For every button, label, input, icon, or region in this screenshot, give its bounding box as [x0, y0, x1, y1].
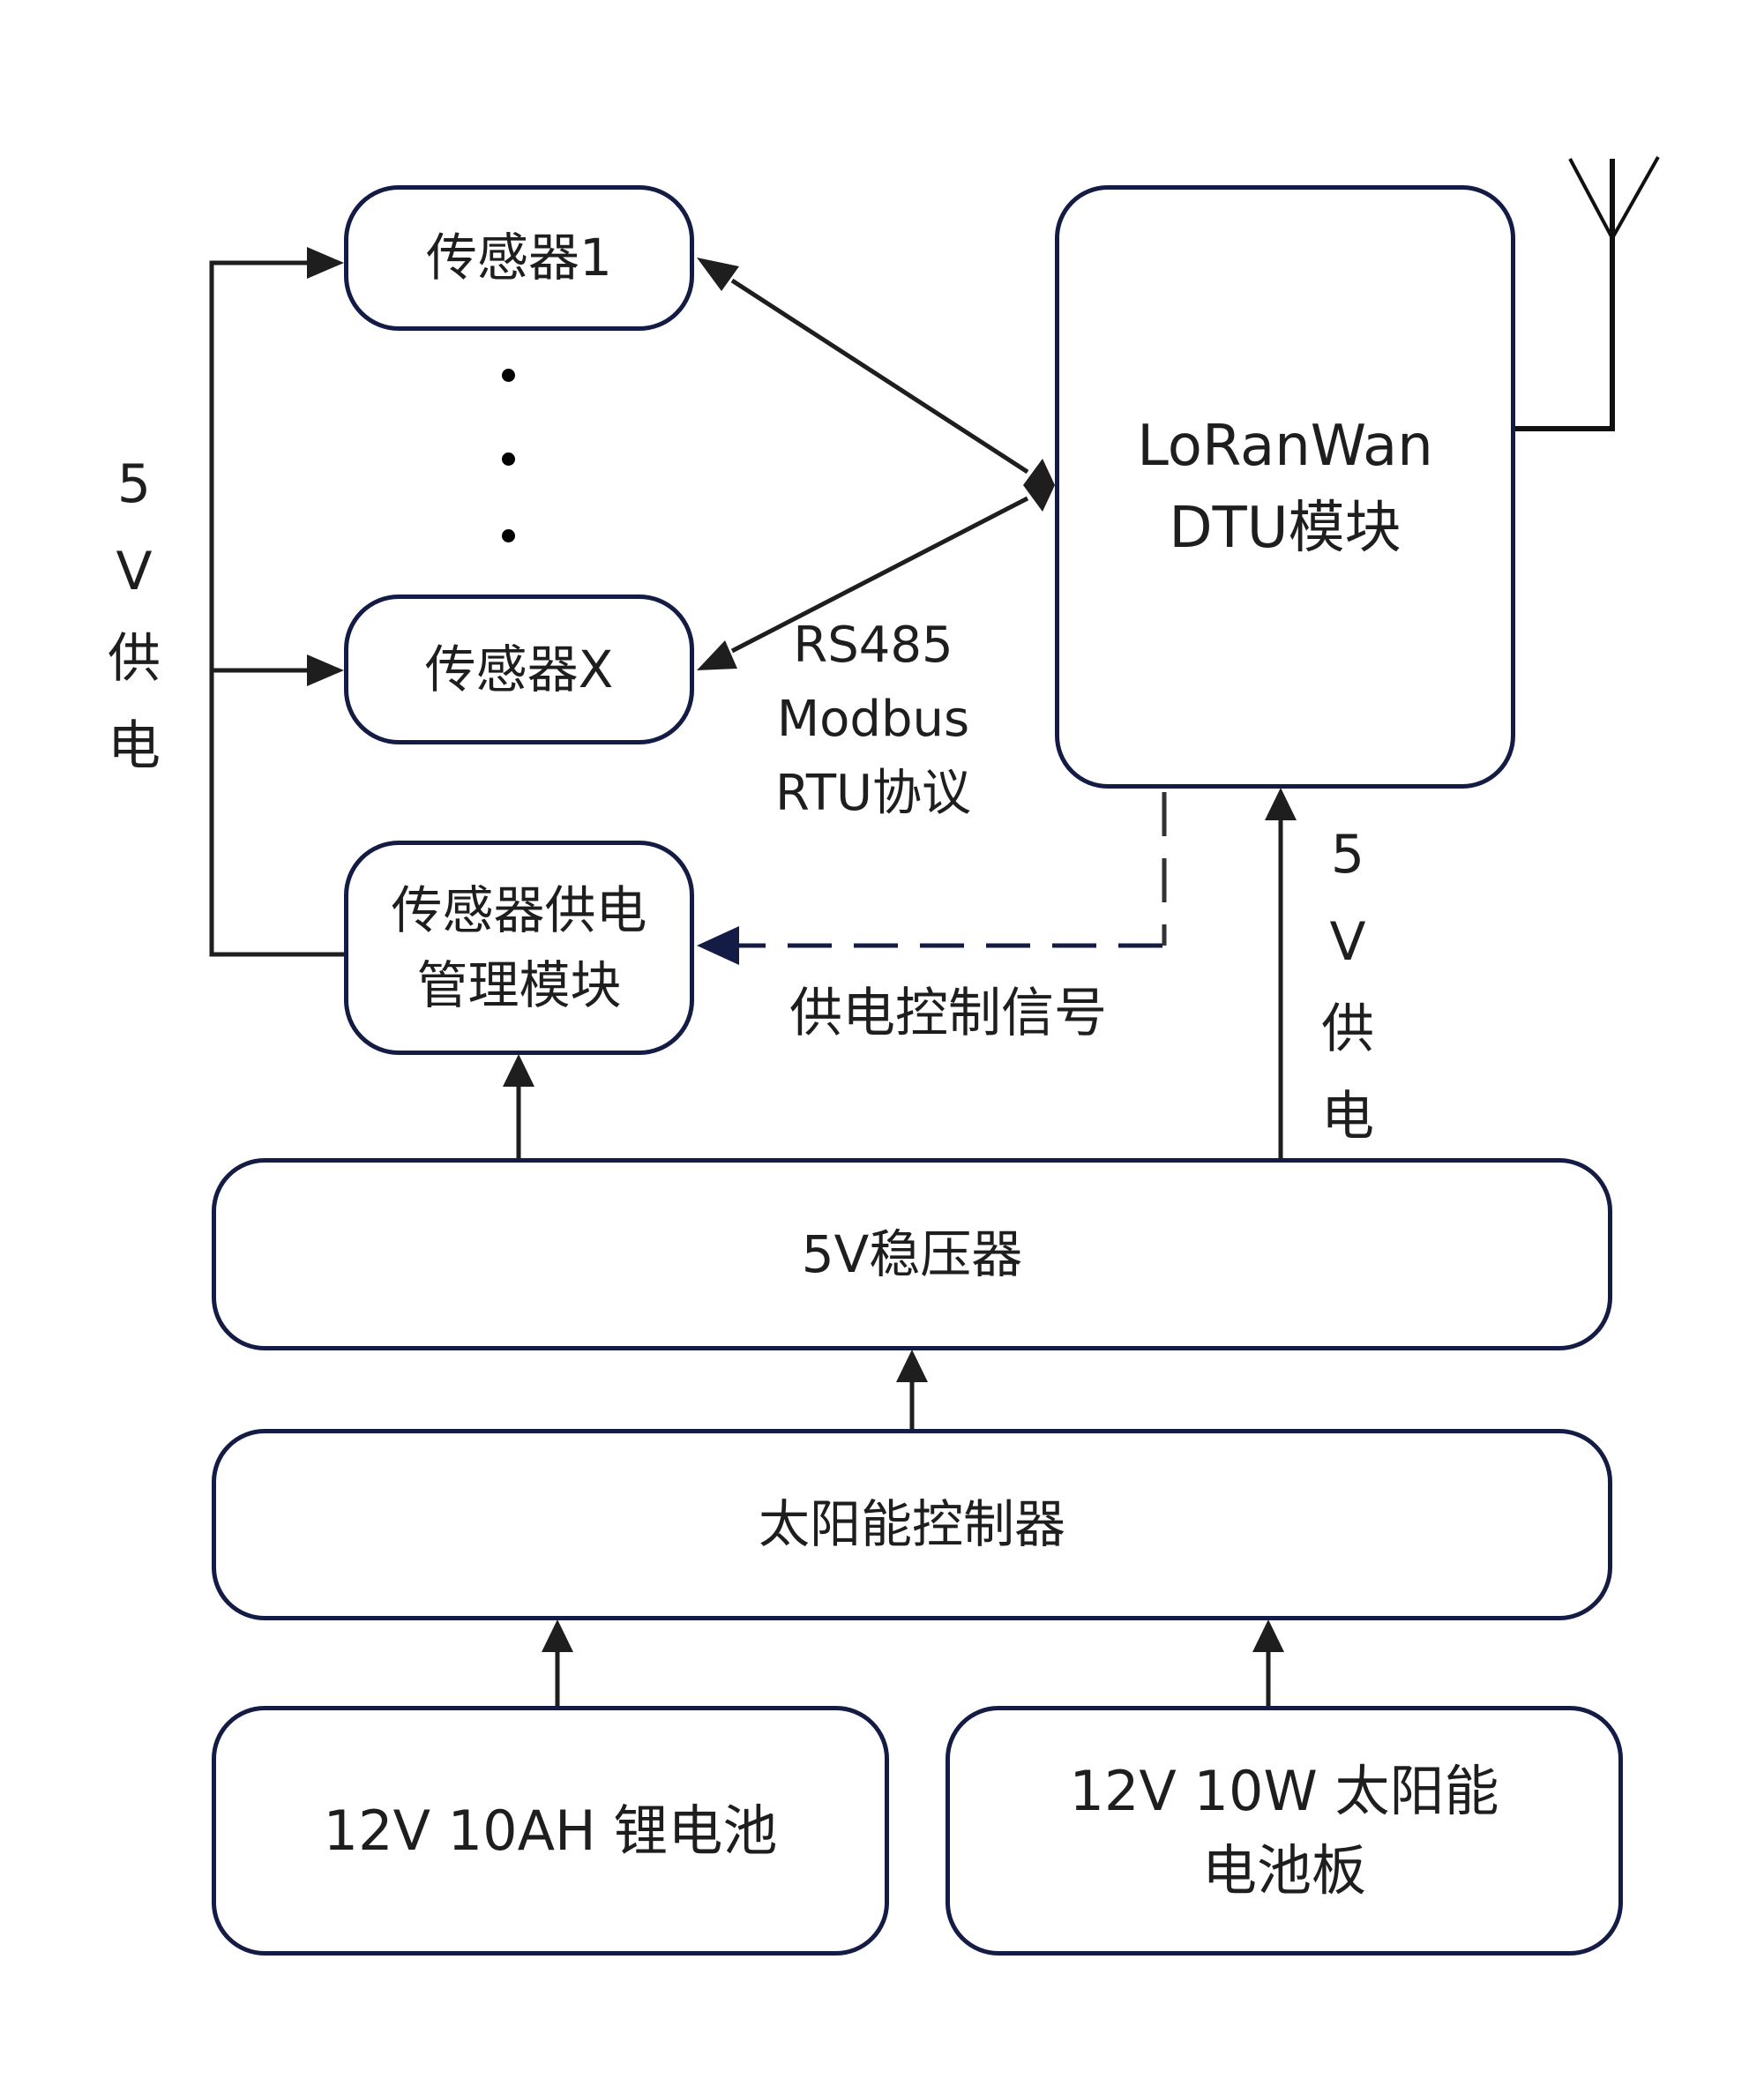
battery-label: 12V 10AH 锂电池	[323, 1798, 778, 1863]
solar-controller-node: 太阳能控制器	[212, 1429, 1612, 1620]
power-control-signal-label: 供电控制信号	[789, 983, 1107, 1044]
arrow-to-regulator	[896, 1350, 928, 1382]
sensor-power-mgmt-node: 传感器供电 管理模块	[344, 841, 694, 1055]
sensor-x-label: 传感器X	[424, 639, 614, 699]
ellipsis-dot	[502, 369, 515, 382]
rs485-protocol-label: RS485 Modbus RTU协议	[767, 609, 979, 831]
arrow-panel-to-controller	[1252, 1619, 1284, 1652]
solar-panel-label-line2: 电池板	[1201, 1837, 1366, 1903]
arrow-to-sensor-1-rs485	[697, 258, 739, 291]
arrow-to-dtu-from-regulator	[1265, 788, 1297, 820]
sensor-1-node: 传感器1	[344, 185, 694, 331]
left-supply-label: 5 V 供 电	[99, 441, 169, 790]
left-supply-bus	[209, 260, 344, 957]
dtu-module-node: LoRanWan DTU模块	[1055, 185, 1515, 789]
arrow-to-sensor-x-rs485	[697, 640, 737, 670]
dtu-supply-char: 5	[1330, 824, 1365, 886]
arrow-to-power-mgmt-from-regulator	[503, 1054, 534, 1087]
dtu-label-line2: DTU模块	[1169, 495, 1401, 561]
rs485-line2: Modbus	[776, 691, 970, 748]
arrow-to-sensor-1	[307, 247, 344, 279]
arrow-battery-to-controller	[542, 1619, 573, 1652]
regulator-5v-label: 5V稳压器	[801, 1223, 1023, 1284]
rs485-line3: RTU协议	[774, 765, 972, 822]
left-supply-char: 5	[116, 453, 152, 515]
dtu-supply-label: 5 V 供 电	[1312, 811, 1383, 1161]
regulator-5v-node: 5V稳压器	[212, 1158, 1612, 1350]
sensor-power-mgmt-label-line2: 管理模块	[416, 954, 622, 1015]
antenna-icon	[1515, 156, 1660, 431]
dtu-label-line1: LoRanWan	[1137, 414, 1433, 479]
arrow-to-power-mgmt	[697, 926, 739, 965]
rs485-links	[730, 278, 1029, 654]
power-feed-lines	[516, 820, 1283, 1706]
left-supply-char: 供	[108, 628, 161, 690]
arrow-to-sensor-x	[307, 654, 344, 686]
battery-node: 12V 10AH 锂电池	[212, 1706, 889, 1956]
solar-panel-label-line1: 12V 10W 太阳能	[1069, 1758, 1499, 1823]
solar-controller-label: 太阳能控制器	[758, 1494, 1065, 1555]
dtu-junction-diamond	[1023, 459, 1055, 512]
sensor-power-mgmt-label-line1: 传感器供电	[391, 880, 647, 941]
left-supply-char: 电	[108, 715, 161, 777]
solar-panel-node: 12V 10W 太阳能 电池板	[946, 1706, 1623, 1956]
ellipsis-dot	[502, 529, 515, 542]
dtu-supply-char: 供	[1321, 998, 1374, 1060]
sensor-1-label: 传感器1	[426, 228, 612, 288]
dtu-supply-char: 电	[1321, 1086, 1374, 1148]
power-control-signal-line	[736, 792, 1167, 948]
ellipsis-dot	[502, 452, 515, 466]
rs485-line1: RS485	[793, 617, 953, 674]
left-supply-char: V	[116, 541, 153, 602]
dtu-supply-char: V	[1329, 911, 1366, 973]
sensor-x-node: 传感器X	[344, 595, 694, 744]
